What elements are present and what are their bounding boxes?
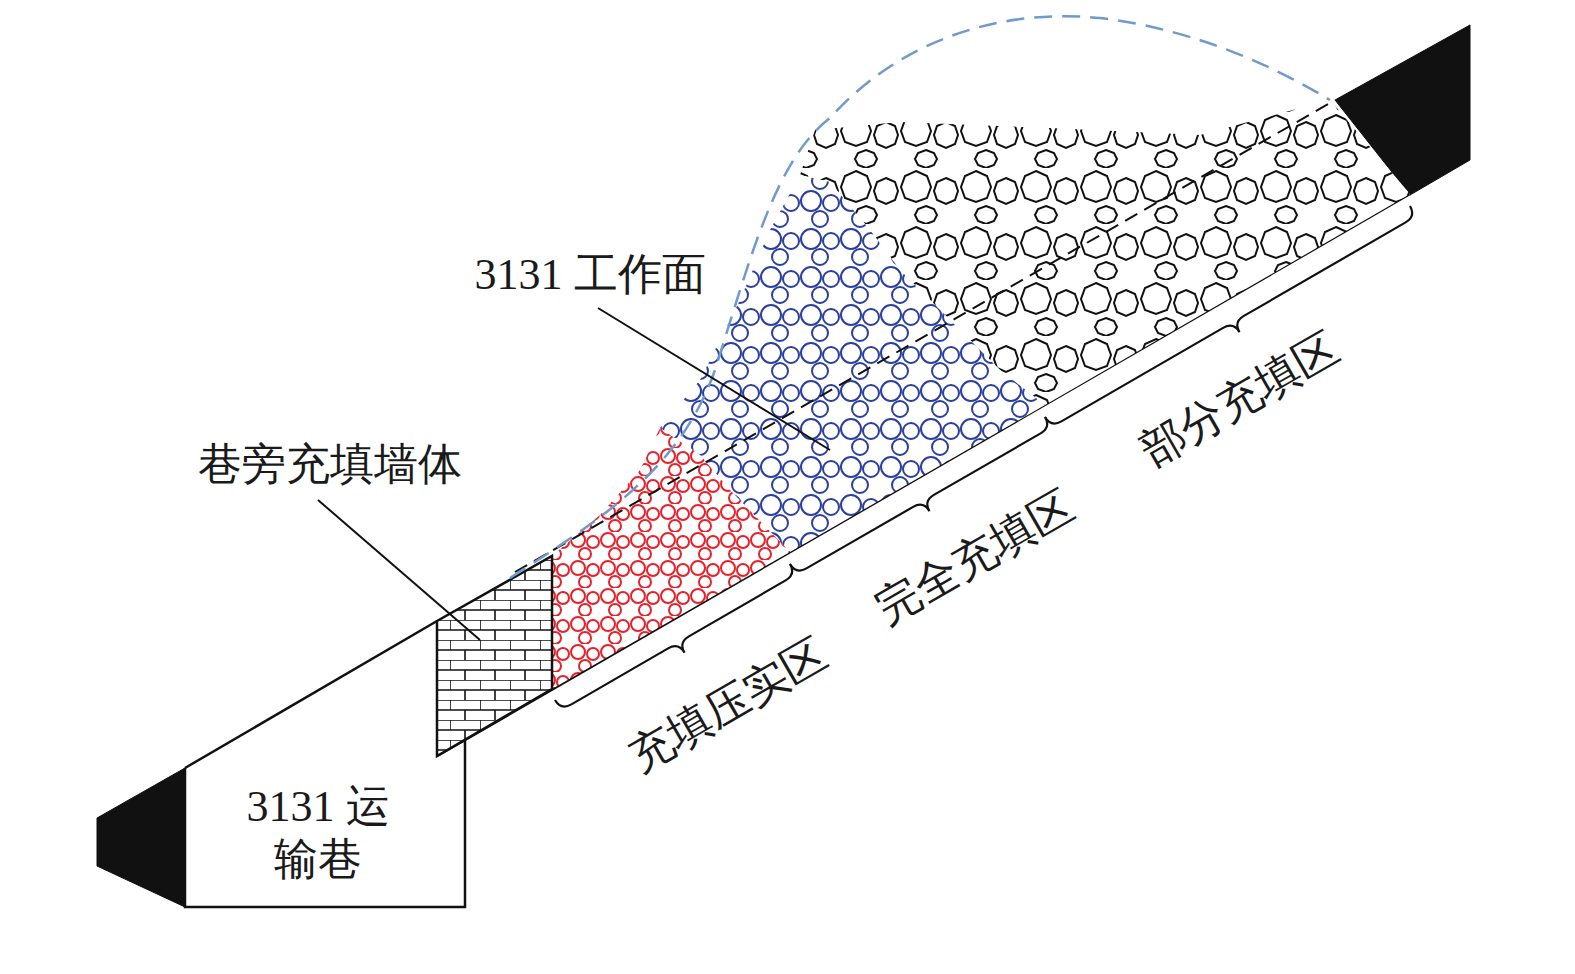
zone-label: 充填压实区	[620, 629, 836, 783]
original-roof	[515, 100, 1335, 572]
leader-line	[318, 500, 480, 640]
compacted-zone	[552, 428, 790, 689]
roadway-name: 3131 运输巷	[243, 781, 393, 887]
leader-line	[598, 308, 830, 450]
coal-pillar	[97, 768, 185, 907]
roadway-outline	[185, 740, 465, 907]
zone-label: 完全充填区	[867, 481, 1083, 635]
face-label: 3131 工作面	[475, 250, 706, 301]
roof-line	[185, 621, 437, 768]
filling-wall	[437, 556, 552, 756]
zone-label: 部分充填区	[1132, 323, 1348, 477]
roadway-box: 3131 运输巷	[243, 781, 393, 887]
wall-label: 巷旁充填墙体	[198, 440, 462, 491]
